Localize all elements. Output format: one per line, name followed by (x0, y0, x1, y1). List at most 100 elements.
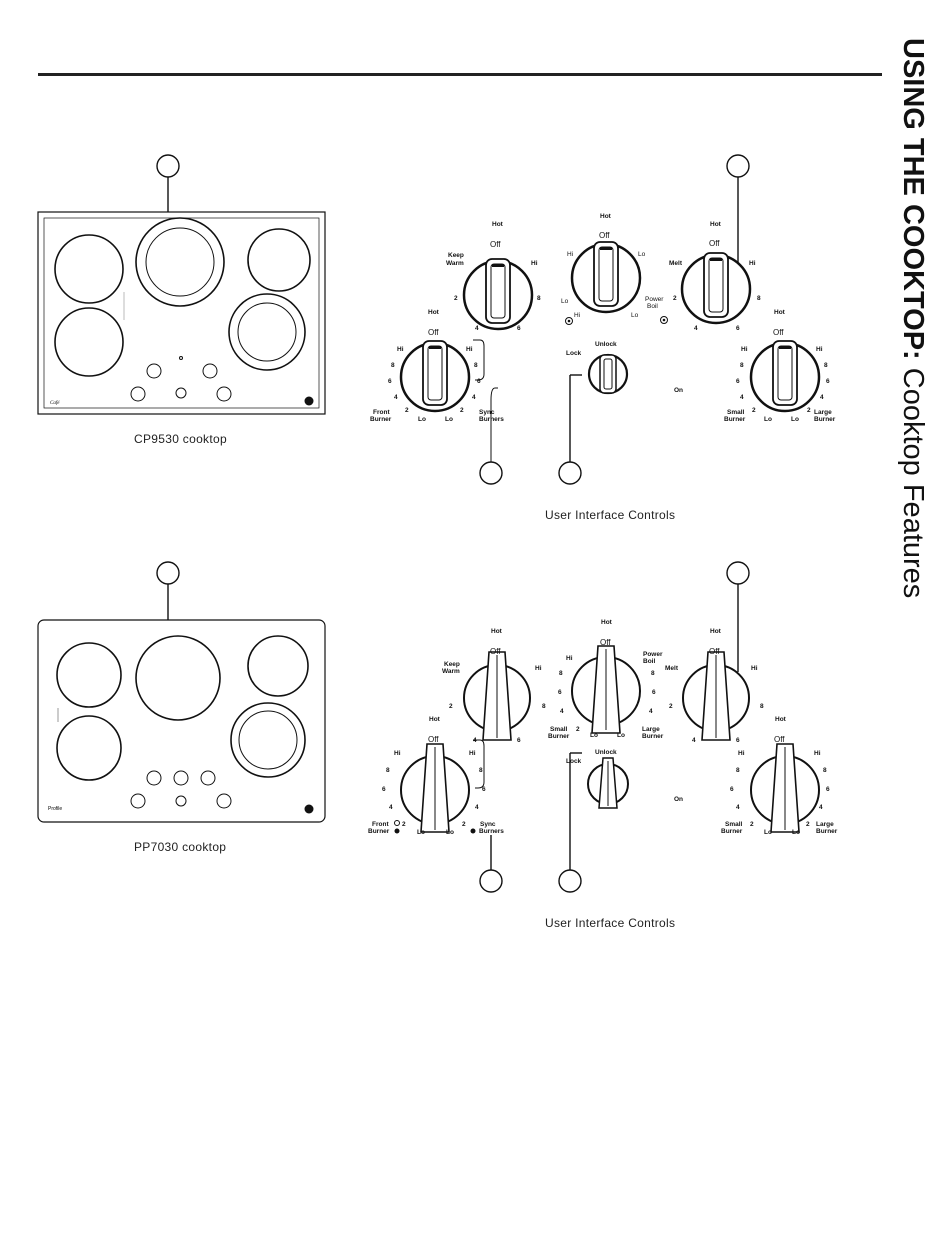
svg-text:Hi: Hi (574, 312, 580, 319)
svg-text:Burner: Burner (368, 828, 390, 835)
callout-marker (479, 461, 503, 485)
callout-marker (558, 461, 582, 485)
svg-text:8: 8 (559, 670, 563, 677)
pp7030-cooktop-diagram: Profile (37, 561, 326, 823)
svg-text:Warm: Warm (446, 260, 464, 267)
svg-text:Lock: Lock (566, 350, 582, 357)
svg-text:Hi: Hi (751, 665, 758, 672)
svg-text:8: 8 (391, 362, 395, 369)
burner-left-front (56, 715, 122, 781)
knob-left-rear[interactable] (462, 258, 534, 331)
svg-text:8: 8 (823, 767, 827, 774)
svg-text:On: On (674, 796, 683, 803)
svg-text:Off: Off (709, 239, 720, 248)
cp9530-controls-diagram: Hot Off Keep Warm Hi 8 6 4 2 Hot Off Hi … (370, 154, 836, 485)
controls-caption-1: User Interface Controls (545, 508, 676, 522)
svg-text:Boil: Boil (643, 658, 655, 665)
svg-text:Lo: Lo (417, 829, 425, 836)
svg-text:8: 8 (760, 703, 764, 710)
svg-text:Lo: Lo (638, 251, 646, 258)
burner-left-front (54, 307, 124, 377)
svg-text:Small: Small (550, 726, 568, 733)
lock-knob[interactable] (587, 353, 629, 395)
callout-marker (726, 154, 750, 178)
knob-right-rear[interactable] (682, 651, 750, 741)
svg-text:6: 6 (736, 378, 740, 385)
section-title-bold: USING THE COOKTOP: (897, 38, 929, 360)
knob-center-power-boil[interactable] (570, 241, 642, 314)
burner-right-front (228, 293, 306, 371)
svg-text:Sync: Sync (479, 409, 495, 416)
svg-text:4: 4 (740, 394, 744, 401)
svg-text:Lo: Lo (631, 312, 639, 319)
svg-text:8: 8 (386, 767, 390, 774)
svg-text:Burners: Burners (479, 828, 504, 835)
svg-text:Lo: Lo (446, 829, 454, 836)
svg-text:2: 2 (750, 821, 754, 828)
knob-left-front[interactable] (399, 340, 471, 413)
svg-text:Hi: Hi (567, 251, 573, 258)
knob-right-front[interactable] (750, 743, 820, 833)
cp9530-caption: CP9530 cooktop (134, 432, 227, 446)
burner-right-rear (247, 228, 311, 292)
svg-text:6: 6 (388, 378, 392, 385)
svg-text:Boil: Boil (647, 303, 658, 310)
svg-text:Unlock: Unlock (595, 341, 617, 348)
svg-text:6: 6 (736, 325, 740, 332)
svg-text:Lo: Lo (418, 416, 426, 423)
knob-right-front[interactable] (749, 340, 821, 413)
svg-text:Burner: Burner (370, 416, 392, 423)
svg-text:6: 6 (736, 737, 740, 744)
svg-text:Hot: Hot (710, 628, 722, 635)
svg-text:USING THE COOKTOP: Cooktop Fea: USING THE COOKTOP: Cooktop Features (897, 38, 929, 598)
svg-text:Keep: Keep (444, 661, 460, 668)
knob-left-front[interactable] (400, 743, 470, 833)
svg-text:8: 8 (479, 767, 483, 774)
callout-marker (558, 869, 582, 893)
knob-left-rear[interactable] (463, 651, 531, 741)
svg-text:Unlock: Unlock (595, 749, 617, 756)
svg-text:Large: Large (814, 409, 832, 416)
svg-text:Power: Power (643, 651, 663, 658)
svg-text:Hi: Hi (814, 750, 821, 757)
svg-text:2: 2 (449, 703, 453, 710)
svg-text:Hot: Hot (775, 716, 787, 723)
burner-left-rear (54, 234, 124, 304)
cooktop-brand: Profile (48, 806, 62, 812)
svg-text:Large: Large (642, 726, 660, 733)
svg-text:Hi: Hi (749, 260, 756, 267)
svg-text:Large: Large (816, 821, 834, 828)
svg-text:2: 2 (806, 821, 810, 828)
svg-text:Front: Front (372, 821, 389, 828)
svg-text:2: 2 (673, 295, 677, 302)
svg-text:Hi: Hi (535, 665, 542, 672)
svg-text:Hot: Hot (601, 619, 613, 626)
svg-text:8: 8 (736, 767, 740, 774)
svg-text:Hot: Hot (774, 309, 786, 316)
controls-caption-2: User Interface Controls (545, 916, 676, 930)
svg-text:2: 2 (402, 821, 406, 828)
svg-text:8: 8 (757, 295, 761, 302)
svg-text:2: 2 (462, 821, 466, 828)
knob-right-rear[interactable] (680, 252, 752, 325)
svg-text:Off: Off (490, 647, 501, 656)
svg-text:Front: Front (373, 409, 390, 416)
knob-center-power-boil[interactable] (571, 645, 641, 734)
svg-text:8: 8 (537, 295, 541, 302)
svg-text:4: 4 (692, 737, 696, 744)
svg-text:Hi: Hi (741, 346, 748, 353)
svg-text:Off: Off (774, 735, 785, 744)
svg-text:2: 2 (405, 407, 409, 414)
svg-text:Off: Off (428, 328, 439, 337)
svg-text:8: 8 (824, 362, 828, 369)
lock-knob[interactable] (587, 757, 629, 809)
pp7030-controls-diagram: Hot Off Keep Warm Hi 8 6 4 2 Hot Off Hi … (368, 561, 838, 893)
svg-text:4: 4 (736, 804, 740, 811)
svg-text:4: 4 (475, 325, 479, 332)
svg-text:Lo: Lo (617, 732, 625, 739)
svg-text:Off: Off (600, 638, 611, 647)
burner-right-front (230, 702, 306, 778)
svg-text:2: 2 (807, 407, 811, 414)
svg-text:Warm: Warm (442, 668, 460, 675)
svg-text:Hi: Hi (394, 750, 401, 757)
